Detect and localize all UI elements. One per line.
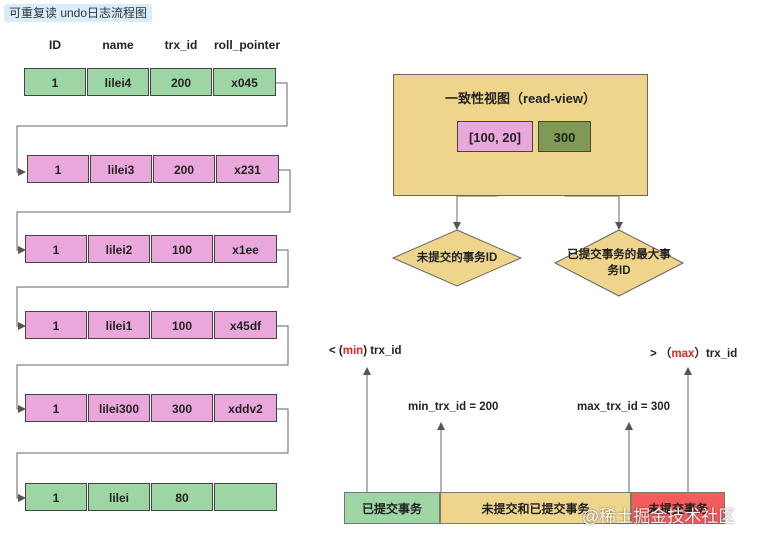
header-id: ID xyxy=(49,38,61,52)
read-view-title: 一致性视图（read-view） xyxy=(445,91,596,106)
min-bound-label: < (min) trx_id xyxy=(329,345,402,357)
cell-trx-id: 100 xyxy=(151,235,213,263)
cell-roll-pointer: x1ee xyxy=(214,235,277,263)
cell-name: lilei4 xyxy=(87,68,149,96)
min-word: min xyxy=(342,345,364,357)
cell-name: lilei300 xyxy=(88,394,150,422)
cell-name: lilei1 xyxy=(88,311,150,339)
cell-name: lilei2 xyxy=(88,235,150,263)
cell-id: 1 xyxy=(25,311,87,339)
read-view-max: 300 xyxy=(538,121,591,152)
diamond-left-label: 未提交的事务ID xyxy=(416,252,498,264)
max-prefix: > （ xyxy=(650,348,672,360)
max-suffix: ）trx_id xyxy=(694,348,738,360)
watermark: @稀土掘金技术社区 xyxy=(582,507,736,526)
diamond-right-line1: 已提交事务的最大事 xyxy=(567,249,671,261)
cell-id: 1 xyxy=(24,68,86,96)
min-trx-id-value: min_trx_id = 200 xyxy=(408,401,499,413)
page-title: 可重复读 undo日志流程图 xyxy=(4,4,153,22)
cell-trx-id: 100 xyxy=(151,311,213,339)
cell-id: 1 xyxy=(25,235,87,263)
cell-roll-pointer: x45df xyxy=(214,311,277,339)
cell-trx-id: 200 xyxy=(150,68,212,96)
cell-trx-id: 80 xyxy=(151,483,213,511)
diamond-right-line2: 务ID xyxy=(607,265,631,277)
cell-id: 1 xyxy=(25,394,87,422)
cell-name: lilei xyxy=(88,483,150,511)
cell-id: 1 xyxy=(25,483,87,511)
segment-mixed: 未提交和已提交事务 xyxy=(440,492,631,524)
min-prefix: < ( xyxy=(329,345,343,357)
header-trx-id: trx_id xyxy=(164,38,198,52)
cell-roll-pointer: xddv2 xyxy=(214,394,277,422)
cell-trx-id: 300 xyxy=(151,394,213,422)
diamond-right xyxy=(553,229,685,297)
cell-name: lilei3 xyxy=(90,155,152,183)
cell-roll-pointer: x231 xyxy=(216,155,279,183)
max-trx-id-value: max_trx_id = 300 xyxy=(577,401,671,413)
segment-committed: 已提交事务 xyxy=(344,492,440,524)
segment-uncommitted: 未提交事务 xyxy=(631,492,725,524)
header-name: name xyxy=(102,38,134,52)
cell-roll-pointer xyxy=(214,483,277,511)
cell-id: 1 xyxy=(27,155,89,183)
read-view-ids: [100, 20] xyxy=(457,121,533,152)
diamond-left xyxy=(391,229,523,287)
cell-roll-pointer: x045 xyxy=(213,68,276,96)
header-roll-pointer: roll_pointer xyxy=(213,38,280,52)
max-bound-label: > （max）trx_id xyxy=(650,345,737,361)
max-word: max xyxy=(671,348,695,360)
min-suffix: ) trx_id xyxy=(363,345,402,357)
cell-trx-id: 200 xyxy=(153,155,215,183)
diamond-right-label: 已提交事务的最大事 务ID xyxy=(560,247,678,279)
